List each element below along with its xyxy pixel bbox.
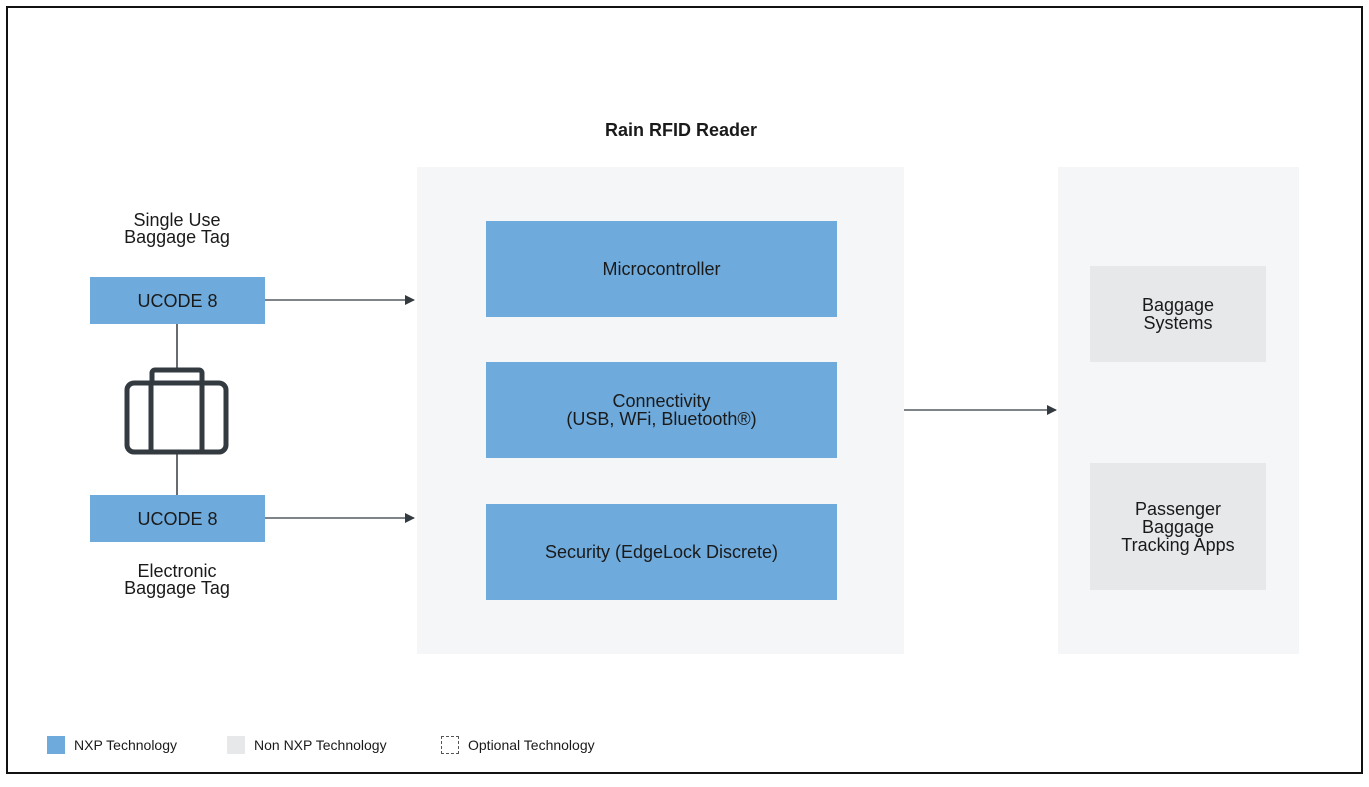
security-label: Security (EdgeLock Discrete)	[544, 542, 779, 562]
ucode-top-chip: UCODE 8	[90, 277, 265, 324]
microcontroller-block: Microcontroller	[486, 221, 837, 317]
tracking-apps-block: Passenger Baggage Tracking Apps	[1090, 463, 1266, 590]
legend-nxp-swatch	[47, 736, 65, 754]
connectivity-block: Connectivity (USB, WFi, Bluetooth®)	[486, 362, 837, 458]
legend-optional-swatch	[441, 736, 459, 754]
baggage-systems-block: Baggage Systems	[1090, 266, 1266, 362]
legend-non-nxp-swatch	[227, 736, 245, 754]
baggage-systems-label: Baggage Systems	[1141, 295, 1215, 333]
ucode-top-label: UCODE 8	[137, 290, 218, 311]
diagram-title: Rain RFID Reader	[604, 120, 758, 140]
suitcase-icon	[124, 367, 229, 455]
legend-optional-label: Optional Technology	[468, 737, 595, 753]
legend-nxp-label: NXP Technology	[74, 737, 177, 753]
legend-non-nxp-label: Non NXP Technology	[254, 737, 387, 753]
electronic-tag-label: Electronic Baggage Tag	[124, 561, 230, 598]
ucode-bottom-label: UCODE 8	[137, 508, 218, 529]
ucode-bottom-chip: UCODE 8	[90, 495, 265, 542]
tracking-apps-label: Passenger Baggage Tracking Apps	[1121, 498, 1235, 555]
microcontroller-label: Microcontroller	[602, 259, 721, 279]
single-use-tag-label: Single Use Baggage Tag	[124, 210, 230, 247]
security-block: Security (EdgeLock Discrete)	[486, 504, 837, 600]
connectivity-label: Connectivity (USB, WFi, Bluetooth®)	[566, 391, 757, 429]
